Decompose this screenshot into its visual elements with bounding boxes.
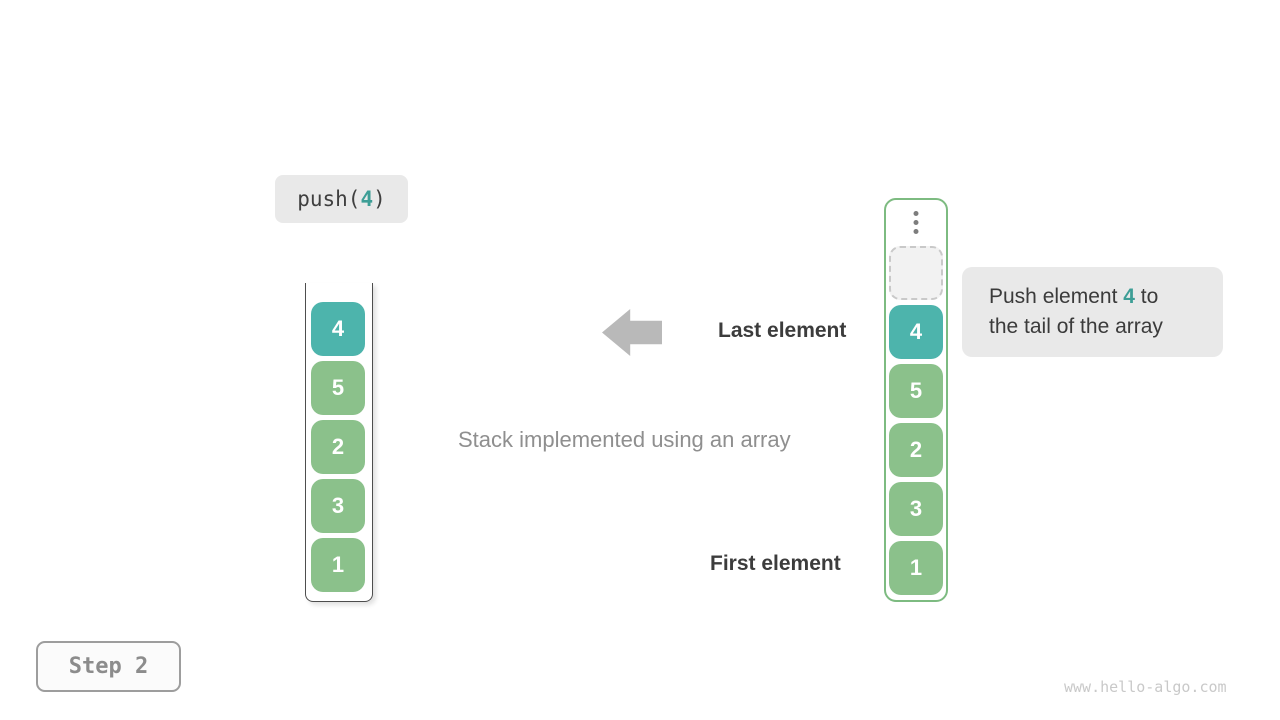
array-cell: 2	[889, 423, 943, 477]
annotation-callout: Push element 4 to the tail of the array	[962, 267, 1223, 357]
ellipsis-icon	[913, 211, 919, 234]
empty-slot	[889, 246, 943, 300]
push-prefix: push(	[297, 187, 361, 211]
callout-line-1: Push element 4 to	[989, 285, 1159, 308]
push-suffix: )	[373, 187, 386, 211]
array-cell: 1	[889, 541, 943, 595]
array-container: 4 5 2 3 1	[884, 198, 948, 602]
diagram-caption: Stack implemented using an array	[458, 427, 791, 452]
stack-cell: 3	[311, 479, 365, 533]
stack-container: 4 5 2 3 1	[305, 283, 373, 602]
array-cell: 3	[889, 482, 943, 536]
first-element-label: First element	[710, 552, 841, 575]
array-cell: 5	[889, 364, 943, 418]
step-badge: Step 2	[36, 641, 181, 692]
stack-cell: 2	[311, 420, 365, 474]
stack-cell: 5	[311, 361, 365, 415]
stack-cell: 4	[311, 302, 365, 356]
step-label: Step 2	[68, 654, 149, 679]
push-argument: 4	[360, 187, 374, 211]
array-cell: 4	[889, 305, 943, 359]
callout-line-2: the tail of the array	[989, 315, 1163, 338]
last-element-label: Last element	[718, 319, 847, 342]
push-operation-label: push(4)	[275, 175, 408, 223]
watermark: www.hello-algo.com	[1064, 678, 1227, 696]
callout-highlight-value: 4	[1123, 285, 1135, 308]
arrow-left-icon	[602, 309, 662, 356]
stack-cell: 1	[311, 538, 365, 592]
